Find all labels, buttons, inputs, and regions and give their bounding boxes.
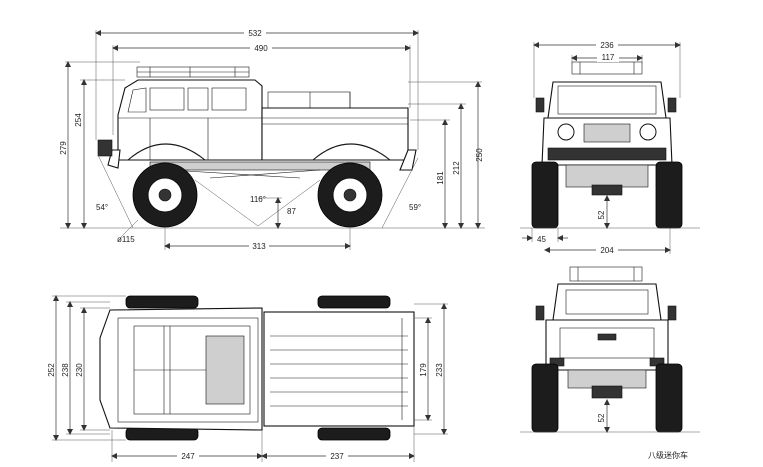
dim-tire-diameter: ø115 xyxy=(117,235,135,244)
side-truck-body xyxy=(97,66,417,179)
dim-height-279: 279 xyxy=(59,141,68,155)
side-view: 532 490 279 254 250 212 181 54° 59° 116° xyxy=(59,28,485,251)
dim-top-width-238: 238 xyxy=(61,363,70,377)
dim-track-width: 204 xyxy=(600,246,614,255)
watermark-text: 八级迷你车 xyxy=(648,450,688,460)
dim-top-width-252: 252 xyxy=(47,363,56,377)
dim-height-254: 254 xyxy=(74,113,83,127)
front-right-tire xyxy=(655,161,683,229)
side-front-wheel xyxy=(132,162,198,228)
rear-left-tire xyxy=(531,363,559,433)
dim-approach-angle: 54° xyxy=(96,203,108,212)
dim-top-width-230: 230 xyxy=(75,363,84,377)
dim-departure-angle: 59° xyxy=(409,203,421,212)
dim-wheelbase: 313 xyxy=(252,242,266,251)
dim-height-212: 212 xyxy=(452,161,461,175)
dim-bed-179: 179 xyxy=(419,363,428,377)
dim-rear-clearance: 52 xyxy=(597,413,606,422)
dim-overall-length: 532 xyxy=(248,29,262,38)
dim-front-section: 247 xyxy=(181,452,195,461)
dim-height-181: 181 xyxy=(436,171,445,185)
dim-height-250: 250 xyxy=(475,148,484,162)
dim-breakover-angle: 116° xyxy=(250,195,266,204)
dim-front-clearance: 52 xyxy=(597,210,606,219)
dim-body-length: 490 xyxy=(254,44,268,53)
top-view: 252 238 230 179 233 247 237 xyxy=(47,295,448,462)
front-left-tire xyxy=(531,161,559,229)
rear-view: 52 八级迷你车 xyxy=(520,266,700,460)
dim-bed-233: 233 xyxy=(435,363,444,377)
dim-rear-section: 237 xyxy=(330,452,344,461)
rear-right-tire xyxy=(655,363,683,433)
dim-front-width: 236 xyxy=(600,41,614,50)
top-truck-body xyxy=(99,295,415,441)
side-rear-wheel xyxy=(317,162,383,228)
front-view: 236 117 52 45 204 xyxy=(520,40,700,255)
front-truck-body xyxy=(535,61,677,196)
dim-ground-clearance: 87 xyxy=(287,207,296,216)
dim-rack-width: 117 xyxy=(602,53,615,62)
rear-truck-body xyxy=(535,266,677,399)
dim-tire-width: 45 xyxy=(537,235,546,244)
